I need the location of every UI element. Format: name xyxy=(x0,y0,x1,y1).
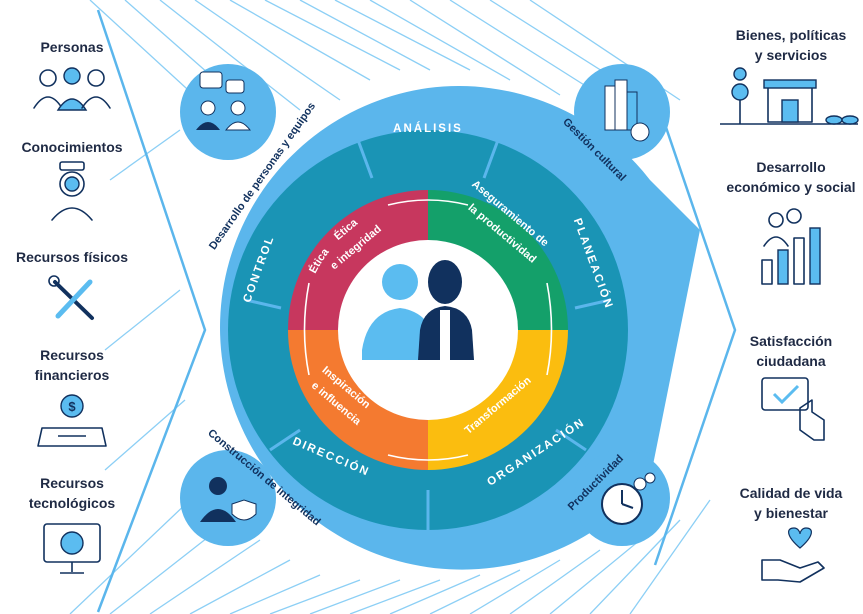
check-hand-icon xyxy=(761,377,825,441)
middle-ring-dividers xyxy=(245,139,611,530)
tools-icon xyxy=(48,275,94,320)
team-chat-icon xyxy=(196,71,252,131)
input-label-recursos-tecnologicos-2: tecnológicos xyxy=(29,495,116,511)
brain-head-icon xyxy=(51,161,93,221)
input-label-personas: Personas xyxy=(40,39,103,55)
center-people-icon xyxy=(362,260,474,360)
people-group-icon xyxy=(33,67,111,111)
output-label-calidad-1: Calidad de vida xyxy=(740,485,843,501)
right-chevron xyxy=(653,94,737,566)
analisis-label: ANÁLISIS xyxy=(393,122,463,135)
input-label-conocimientos: Conocimientos xyxy=(21,139,122,155)
cycle-arrows xyxy=(303,199,553,461)
input-label-recursos-financieros-2: financieros xyxy=(35,367,110,383)
culture-books-icon xyxy=(604,79,650,142)
input-label-recursos-financieros-1: Recursos xyxy=(40,347,104,363)
inputs-column: Personas Conocimientos Recursos físicos … xyxy=(16,39,128,574)
output-label-satisfaccion-2: ciudadana xyxy=(756,353,825,369)
stopwatch-icon xyxy=(601,472,656,525)
heart-hand-icon xyxy=(761,527,825,583)
output-label-calidad-2: y bienestar xyxy=(754,505,828,521)
input-label-recursos-tecnologicos-1: Recursos xyxy=(40,475,104,491)
public-building-icon xyxy=(720,67,859,125)
input-label-recursos-fisicos: Recursos físicos xyxy=(16,249,128,265)
growth-people-icon xyxy=(761,208,821,285)
outputs-column: Bienes, políticas y servicios Desarrollo… xyxy=(720,27,859,583)
output-label-bienes-2: y servicios xyxy=(755,47,828,63)
background-stripes xyxy=(69,0,711,614)
output-label-satisfaccion-1: Satisfacción xyxy=(750,333,832,349)
output-label-desarrollo-2: económico y social xyxy=(726,179,855,195)
output-label-desarrollo-1: Desarrollo xyxy=(756,159,825,175)
money-hand-icon: $ xyxy=(37,394,107,447)
svg-text:$: $ xyxy=(68,399,76,414)
output-label-bienes-1: Bienes, políticas xyxy=(736,27,847,43)
computer-globe-icon xyxy=(43,523,101,574)
left-chevron xyxy=(96,9,207,613)
person-shield-icon xyxy=(200,477,257,522)
